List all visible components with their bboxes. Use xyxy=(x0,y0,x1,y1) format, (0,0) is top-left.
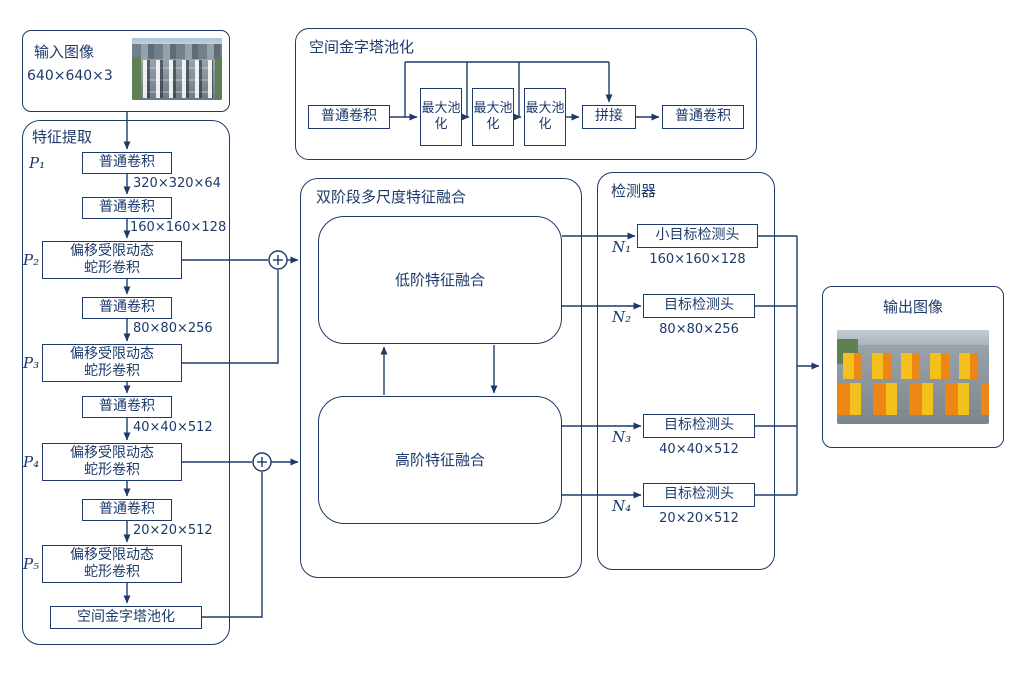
maxpool-node-2: 最大池 化 xyxy=(472,88,514,146)
spp-internal-connectors xyxy=(390,61,660,121)
detect-head-3: 目标检测头 xyxy=(643,414,755,438)
add-nodes xyxy=(252,250,288,472)
fusion-exchange-arrows xyxy=(380,345,498,395)
photo-detection-boxes-1 xyxy=(843,352,983,379)
high-level-fusion-node: 高阶特征融合 xyxy=(318,396,562,524)
spp-title: 空间金字塔池化 xyxy=(309,38,415,56)
feature-dim-4: 40×40×512 xyxy=(133,420,213,435)
n3-label: N₃ xyxy=(612,428,632,446)
spp-node: 空间金字塔池化 xyxy=(50,606,202,629)
detect-head-small: 小目标检测头 xyxy=(637,224,758,248)
concat-node: 拼接 xyxy=(582,105,636,129)
photo-buildings xyxy=(132,44,222,60)
p4-label: P₄ xyxy=(23,453,40,471)
snake-conv-node-p4: 偏移受限动态 蛇形卷积 xyxy=(42,443,182,481)
photo-sky xyxy=(132,38,222,48)
photo-trees-left xyxy=(132,56,141,100)
feature-dim-2: 160×160×128 xyxy=(130,220,227,235)
snake-conv-node-p2: 偏移受限动态 蛇形卷积 xyxy=(42,241,182,279)
head-dim-2: 80×80×256 xyxy=(659,322,739,337)
low-level-fusion-node: 低阶特征融合 xyxy=(318,216,562,344)
detect-head-4: 目标检测头 xyxy=(643,483,755,507)
snake-conv-node-p5: 偏移受限动态 蛇形卷积 xyxy=(42,545,182,583)
conv-node-2: 普通卷积 xyxy=(82,197,172,219)
spp-conv-in-node: 普通卷积 xyxy=(308,105,390,129)
photo-traffic xyxy=(142,60,213,98)
maxpool-node-1: 最大池 化 xyxy=(420,88,462,146)
head-dim-1: 160×160×128 xyxy=(649,252,746,267)
photo-detection-boxes-2 xyxy=(837,382,989,415)
feature-dim-3: 80×80×256 xyxy=(133,321,213,336)
maxpool-node-3: 最大池 化 xyxy=(524,88,566,146)
p5-label: P₅ xyxy=(23,555,40,573)
p1-label: P₁ xyxy=(29,154,46,172)
head-dim-3: 40×40×512 xyxy=(659,442,739,457)
feature-dim-5: 20×20×512 xyxy=(133,523,213,538)
conv-node-5: 普通卷积 xyxy=(82,499,172,521)
p2-label: P₂ xyxy=(23,251,40,269)
feature-dim-1: 320×320×64 xyxy=(133,176,221,191)
snake-conv-node-p3: 偏移受限动态 蛇形卷积 xyxy=(42,344,182,382)
n2-label: N₂ xyxy=(612,308,632,326)
conv-node-3: 普通卷积 xyxy=(82,297,172,319)
conv-node-4: 普通卷积 xyxy=(82,396,172,418)
conv-node-1: 普通卷积 xyxy=(82,152,172,174)
spp-conv-out-node: 普通卷积 xyxy=(662,105,744,129)
input-title: 输入图像 xyxy=(34,43,95,61)
head-dim-4: 20×20×512 xyxy=(659,511,739,526)
output-title: 输出图像 xyxy=(882,298,943,316)
n4-label: N₄ xyxy=(612,497,632,515)
fusion-title: 双阶段多尺度特征融合 xyxy=(316,188,467,206)
photo-trees-right xyxy=(214,56,222,100)
input-dims: 640×640×3 xyxy=(27,68,113,84)
backbone-title: 特征提取 xyxy=(32,128,93,146)
photo-horizon xyxy=(837,330,989,346)
n1-label: N₁ xyxy=(612,238,632,256)
detector-title: 检测器 xyxy=(611,182,657,200)
output-photo xyxy=(837,330,989,424)
p3-label: P₃ xyxy=(23,354,40,372)
fusion-to-detector-connectors xyxy=(562,232,642,499)
detect-head-2: 目标检测头 xyxy=(643,294,755,318)
skip-connectors xyxy=(182,256,299,618)
detector-to-output-connectors xyxy=(755,235,820,496)
input-photo xyxy=(132,38,222,100)
